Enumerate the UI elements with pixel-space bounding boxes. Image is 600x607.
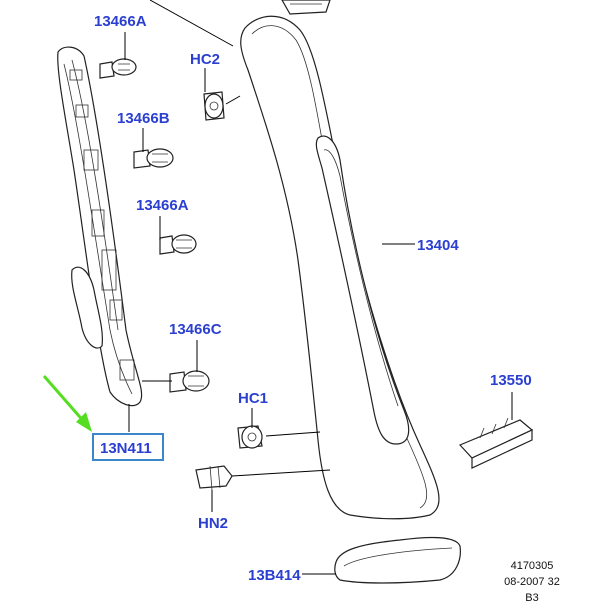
callout-13466A-mid: 13466A: [136, 197, 189, 214]
callout-HN2: HN2: [198, 515, 228, 532]
callout-13N411: 13N411: [100, 440, 152, 457]
reference-block: 4170305 08-2007 32 B3: [504, 560, 560, 604]
callout-13466A-top: 13466A: [94, 13, 147, 30]
nut-HN2: [195, 465, 233, 491]
bulb-13466C: [169, 370, 210, 393]
highlight-box-13N411: [92, 433, 164, 461]
callout-13B414: 13B414: [248, 567, 301, 584]
top-partial-part: [149, 0, 331, 47]
clip-HC1: [237, 425, 263, 449]
bulb-13466B: [133, 148, 174, 169]
callout-13466C: 13466C: [169, 321, 222, 338]
reference-date: 08-2007 32: [504, 576, 560, 588]
clip-HC2: [203, 91, 225, 121]
callout-13404: 13404: [417, 237, 459, 254]
bulb-13466A-mid: [159, 234, 197, 255]
leader-lines: [124, 32, 513, 575]
highlight-arrow: [42, 375, 92, 432]
bulb-holder-13N411: [57, 46, 143, 407]
callout-HC1: HC1: [238, 390, 268, 407]
callout-labels: 13466A HC2 13466B 13466A 13404 13466C 13…: [94, 13, 532, 584]
connector-13550: [458, 417, 534, 469]
callout-HC2: HC2: [190, 51, 220, 68]
callout-13466B: 13466B: [117, 110, 170, 127]
reference-number: 4170305: [511, 560, 554, 572]
lens-13B414: [334, 536, 461, 584]
callout-13550: 13550: [490, 372, 532, 389]
bulb-13466A-top: [99, 58, 137, 79]
reference-code: B3: [525, 592, 538, 604]
light-housing-13404: [240, 15, 440, 520]
